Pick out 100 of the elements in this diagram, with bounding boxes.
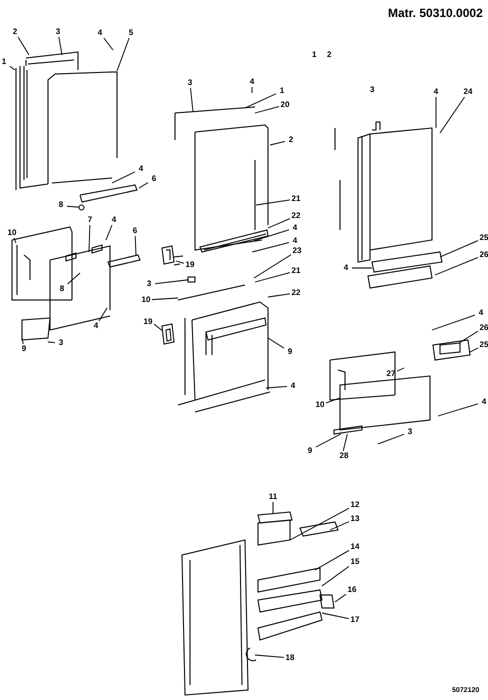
callout-number: 26 xyxy=(478,323,488,333)
leader-line xyxy=(432,314,476,330)
leader-line xyxy=(250,229,290,242)
leader-line xyxy=(322,566,350,586)
callout-number: 28 xyxy=(338,451,350,461)
leader-line xyxy=(322,612,350,620)
callout-number: 6 xyxy=(129,226,141,236)
leader-line xyxy=(326,398,340,404)
callout-number: 7 xyxy=(84,215,96,225)
callout-number: 4 xyxy=(108,215,120,225)
leader-line xyxy=(440,96,466,134)
callout-number: 25 xyxy=(478,340,488,350)
leader-line xyxy=(396,368,404,372)
callout-number: 9 xyxy=(284,347,296,357)
callout-number: 13 xyxy=(349,514,361,524)
callout-number: 1 xyxy=(0,57,10,67)
callout-number: 2 xyxy=(285,135,297,145)
leader-line xyxy=(66,206,80,208)
callout-number: 3 xyxy=(143,279,155,289)
leader-line xyxy=(256,199,290,206)
callout-number: 20 xyxy=(279,100,291,110)
leader-line xyxy=(58,36,62,56)
leader-line xyxy=(270,140,286,146)
callout-number: 25 xyxy=(478,233,488,243)
callout-number: 6 xyxy=(148,174,160,184)
callout-number: 19 xyxy=(142,317,154,327)
callout-number: 4 xyxy=(289,223,301,233)
leader-line xyxy=(112,171,136,184)
callout-number: 8 xyxy=(55,200,67,210)
leader-line xyxy=(88,224,90,252)
callout-number: 10 xyxy=(314,400,326,410)
callout-number: 4 xyxy=(478,397,488,407)
leader-line xyxy=(176,260,184,264)
leader-line xyxy=(10,66,16,70)
callout-number: 4 xyxy=(287,381,299,391)
leader-line xyxy=(254,254,292,278)
leader-line xyxy=(470,348,478,352)
leader-line xyxy=(154,279,188,284)
callout-number: 16 xyxy=(346,585,358,595)
leader-line xyxy=(154,324,162,331)
callout-number: 3 xyxy=(404,427,416,437)
leader-line xyxy=(67,272,80,284)
callout-number: 15 xyxy=(349,557,361,567)
callout-number: 5 xyxy=(125,28,137,38)
material-number: Matr. 50310.0002 xyxy=(388,6,483,20)
leader-line xyxy=(272,502,274,514)
pin-drawing xyxy=(78,204,84,210)
hinge-drawing xyxy=(161,323,175,345)
leader-line xyxy=(116,38,130,72)
callout-number: 21 xyxy=(290,266,302,276)
callout-number: 3 xyxy=(52,27,64,37)
callout-number: 11 xyxy=(267,492,279,502)
callout-number: 3 xyxy=(184,78,196,88)
callout-number: 22 xyxy=(290,211,302,221)
callout-number: 9 xyxy=(304,446,316,456)
callout-number: 4 xyxy=(90,321,102,331)
callout-number: 17 xyxy=(349,615,361,625)
callout-number: 19 xyxy=(184,260,196,270)
callout-number: 4 xyxy=(246,77,258,87)
callout-number: 18 xyxy=(284,653,296,663)
leader-line xyxy=(152,298,178,300)
callout-number: 3 xyxy=(55,338,67,348)
leader-line xyxy=(98,308,108,322)
leader-line xyxy=(252,242,290,252)
callout-number: 22 xyxy=(290,288,302,298)
bar-drawing xyxy=(334,425,362,435)
leader-line xyxy=(106,224,112,240)
leader-line xyxy=(330,521,350,530)
callout-number: 24 xyxy=(462,87,474,97)
callout-number: 4 xyxy=(94,28,106,38)
callout-number: 14 xyxy=(349,542,361,552)
leader-line xyxy=(342,434,348,452)
leader-line xyxy=(434,257,478,276)
leader-line xyxy=(244,93,276,108)
callout-number: 4 xyxy=(135,164,147,174)
leader-line xyxy=(378,434,404,444)
callout-number: 10 xyxy=(140,295,152,305)
callout-number: 9 xyxy=(18,344,30,354)
leader-line xyxy=(268,218,290,228)
callout-number: 4 xyxy=(289,236,301,246)
callout-number: 26 xyxy=(478,250,488,260)
callout-number: 12 xyxy=(349,500,361,510)
callout-number: 27 xyxy=(385,369,397,379)
leader-line xyxy=(314,550,350,570)
screw-drawing xyxy=(188,276,196,282)
callout-number: 23 xyxy=(291,246,303,256)
callout-number: 3 xyxy=(370,85,374,94)
leader-line xyxy=(440,240,478,258)
leader-line xyxy=(268,338,284,349)
leader-line xyxy=(18,36,30,56)
leader-line xyxy=(48,342,56,343)
callout-number: 2 xyxy=(327,50,332,59)
callout-number: 1 xyxy=(312,50,316,59)
leader-line xyxy=(103,38,114,50)
leader-line xyxy=(190,88,194,112)
leader-line xyxy=(22,336,24,344)
callout-number: 1 xyxy=(276,86,288,96)
leader-line xyxy=(266,386,288,388)
callout-number: 4 xyxy=(475,308,487,318)
leader-line xyxy=(254,106,280,114)
